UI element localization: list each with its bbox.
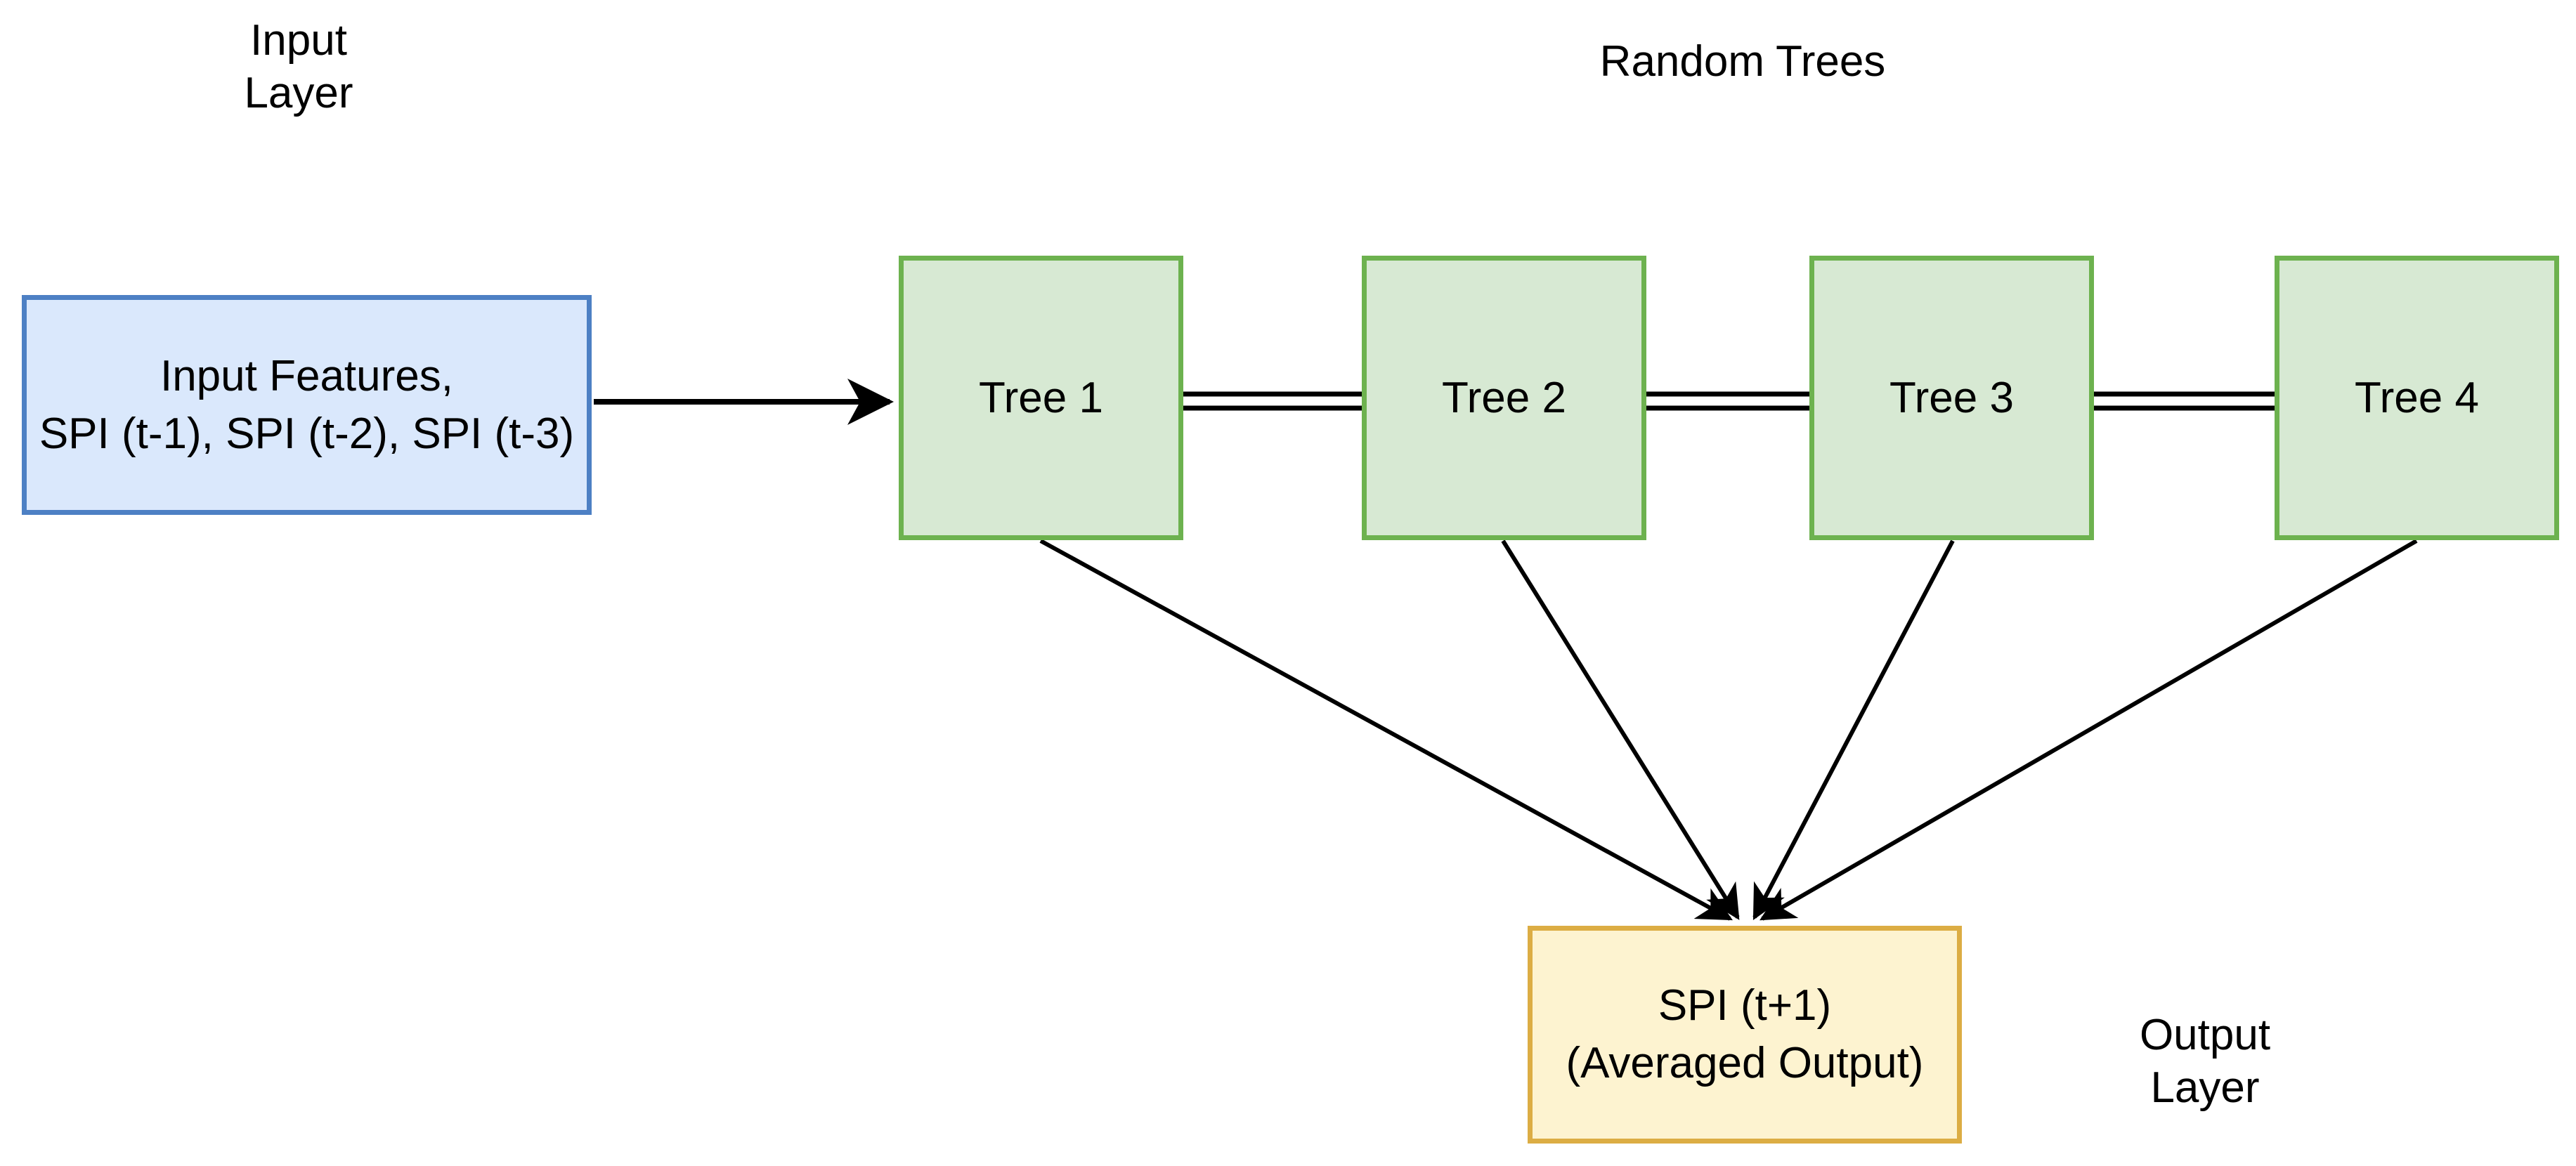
arrow-tree4-to-output (1759, 539, 2418, 921)
random-trees-label: Random Trees (1599, 37, 1886, 86)
output-layer-label: Output Layer (2139, 1011, 2271, 1112)
tree-4-box: Tree 4 (2275, 256, 2559, 540)
tree-1-box: Tree 1 (899, 256, 1183, 540)
tree-2-box: Tree 2 (1362, 256, 1646, 540)
double-link-tree1-tree2 (1179, 391, 1366, 411)
input-features-box: Input Features, SPI (t-1), SPI (t-2), SP… (22, 295, 592, 515)
input-layer-label: Input Layer (244, 16, 353, 117)
output-box: SPI (t+1) (Averaged Output) (1528, 926, 1962, 1144)
tree-2-label: Tree 2 (1442, 373, 1566, 422)
double-link-tree2-tree3 (1642, 391, 1814, 411)
tree-3-label: Tree 3 (1889, 373, 2014, 422)
arrow-tree3-to-output (1752, 539, 1955, 920)
arrow-tree1-to-output (1039, 539, 1733, 921)
tree-1-label: Tree 1 (979, 373, 1103, 422)
double-link-tree3-tree4 (2092, 391, 2278, 411)
input-features-box-label: Input Features, SPI (t-1), SPI (t-2), SP… (39, 351, 575, 458)
tree-3-box: Tree 3 (1809, 256, 2094, 540)
output-box-label: SPI (t+1) (Averaged Output) (1566, 981, 1924, 1087)
tree-4-label: Tree 4 (2355, 373, 2479, 422)
arrow-tree2-to-output (1501, 539, 1740, 920)
